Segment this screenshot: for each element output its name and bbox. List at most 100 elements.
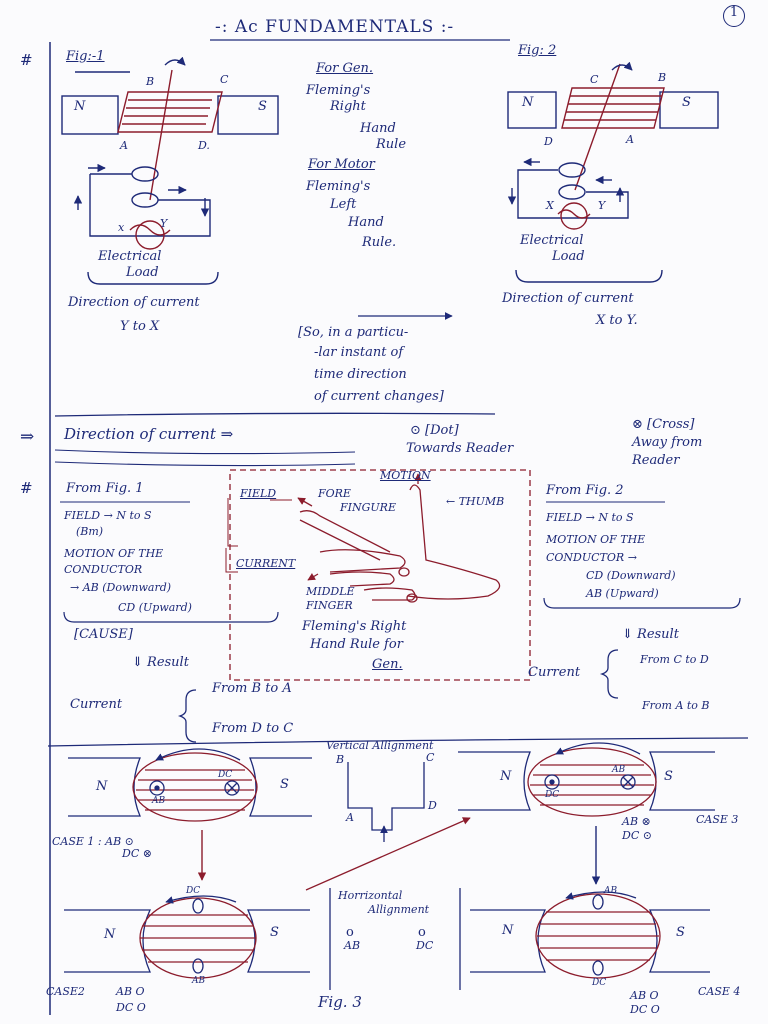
fig1-pole-s: S <box>258 99 267 114</box>
horizontal-dc-symbol: o <box>418 925 426 940</box>
left-ab: → AB (Downward) <box>70 581 172 594</box>
fig2-point-y: Y <box>598 199 606 212</box>
fig2-load-line2: Load <box>552 249 585 264</box>
horizontal-alignment-line2: Allignment <box>368 903 430 916</box>
case3-pole-n: N <box>500 769 512 784</box>
case4-label: CASE 4 <box>698 985 741 998</box>
motor-rule-line2: Left <box>330 197 357 212</box>
fig2-pole-s: S <box>682 95 691 110</box>
gen-rule-line4: Rule <box>376 137 407 152</box>
hand-box <box>229 469 531 681</box>
hand-drawing <box>297 473 501 603</box>
case3-pole-s: S <box>664 769 673 784</box>
case3-ab: AB <box>612 765 626 775</box>
fig1-direction: Direction of current <box>68 295 200 310</box>
fig2-drawing <box>507 61 719 283</box>
right-cd: CD (Downward) <box>586 569 676 582</box>
motor-rule-line4: Rule. <box>362 235 397 250</box>
motor-rule-line1: Fleming's <box>306 179 371 194</box>
case2-drawing <box>64 895 310 979</box>
convention-text: Direction of current ⇒ <box>64 425 234 443</box>
case2-pole-n: N <box>104 927 116 942</box>
right-from1: From C to D <box>640 653 709 666</box>
fig2-label: Fig: 2 <box>518 43 557 58</box>
fig1-point-b: B <box>146 75 155 88</box>
hand-field-label: FIELD <box>240 487 277 500</box>
fig1-point-y: Y <box>160 217 168 230</box>
gen-rule-title: For Gen. <box>316 61 374 76</box>
left-result: ⇓ Result <box>132 655 189 670</box>
motor-rule-line3: Hand <box>348 215 384 230</box>
case3-dc: DC <box>545 790 560 800</box>
case3-label: CASE 3 <box>696 813 739 826</box>
case4-pole-s: S <box>676 925 685 940</box>
case1-dc: DC <box>218 770 233 780</box>
hand-thumb-label: ← THUMB <box>446 495 505 508</box>
cross-symbol: ⊗ [Cross] <box>632 417 695 432</box>
fig2-pole-n: N <box>522 95 534 110</box>
hand-current-label: CURRENT <box>236 557 296 570</box>
dot-description: Towards Reader <box>406 441 514 456</box>
fig1-point-d: D. <box>198 139 210 152</box>
case4-drawing <box>470 891 710 979</box>
hand-caption-line3: Gen. <box>372 657 403 672</box>
page-title: -: Ac FUNDAMENTALS :- <box>215 17 455 37</box>
case1-pole-s: S <box>280 777 289 792</box>
vertical-point-b: B <box>336 753 345 766</box>
fig1-direction-value: Y to X <box>120 319 160 334</box>
page-number: 1 <box>723 5 745 27</box>
left-motion-line1: MOTION OF THE <box>64 547 164 560</box>
case1-ab: AB <box>152 796 166 806</box>
left-field: FIELD → N to S <box>64 509 152 522</box>
right-ab: AB (Upward) <box>586 587 659 600</box>
horizontal-alignment-line1: Horrizontal <box>338 889 403 902</box>
vertical-point-c: C <box>426 751 435 764</box>
left-from2: From D to C <box>212 721 294 736</box>
fig3-caption: Fig. 3 <box>318 993 362 1011</box>
case2-pole-s: S <box>270 925 279 940</box>
section-hash: # <box>20 51 33 69</box>
right-motion-line1: MOTION OF THE <box>546 533 646 546</box>
case3-drawing <box>458 742 715 817</box>
fig2-direction-value: X to Y. <box>596 313 638 328</box>
left-current: Current <box>70 697 123 712</box>
case1-label: CASE 1 : AB ⊙ <box>52 835 134 848</box>
fig2-point-a: A <box>626 133 634 146</box>
vertical-alignment-label: Vertical Allignment <box>326 739 434 752</box>
right-result: ⇓ Result <box>622 627 679 642</box>
hand-fore-line2: FINGURE <box>340 501 396 514</box>
horizontal-dc-label: DC <box>416 939 434 952</box>
hand-middle-line1: MIDDLE <box>306 585 355 598</box>
fig1-pole-n: N <box>74 99 86 114</box>
case1-pole-n: N <box>96 779 108 794</box>
case4-ab: AB <box>604 886 618 896</box>
case1-drawing <box>68 748 312 822</box>
fig1-point-a: A <box>120 139 128 152</box>
hand-middle-line2: FINGER <box>306 599 353 612</box>
dot-symbol: ⊙ [Dot] <box>410 423 459 438</box>
right-from2: From A to B <box>642 699 710 712</box>
left-cd: CD (Upward) <box>118 601 192 614</box>
hand-motion-label: MOTION <box>380 469 431 482</box>
case2-ab-state: AB O <box>116 985 145 998</box>
fig2-point-b: B <box>658 71 667 84</box>
horizontal-ab-label: AB <box>344 939 361 952</box>
left-cause: [CAUSE] <box>74 627 133 642</box>
right-title: From Fig. 2 <box>546 483 624 498</box>
fig1-point-x: x <box>118 221 125 234</box>
hand-caption-line1: Fleming's Right <box>302 619 407 634</box>
fig1-drawing <box>61 56 279 285</box>
case3-dc-state: DC ⊙ <box>622 829 652 842</box>
case2-ab: AB <box>192 976 206 986</box>
left-motion-line2: CONDUCTOR <box>64 563 143 576</box>
fig1-load-line1: Electrical <box>98 249 162 264</box>
cross-description-line1: Away from <box>632 435 703 450</box>
case2-dc-state: DC O <box>116 1001 146 1014</box>
case4-pole-n: N <box>502 923 514 938</box>
note-line2: -lar instant of <box>314 345 404 360</box>
vertical-point-d: D <box>428 799 437 812</box>
hand-caption-line2: Hand Rule for <box>310 637 403 652</box>
right-motion-line2: CONDUCTOR → <box>546 551 637 564</box>
gen-rule-line3: Hand <box>360 121 396 136</box>
